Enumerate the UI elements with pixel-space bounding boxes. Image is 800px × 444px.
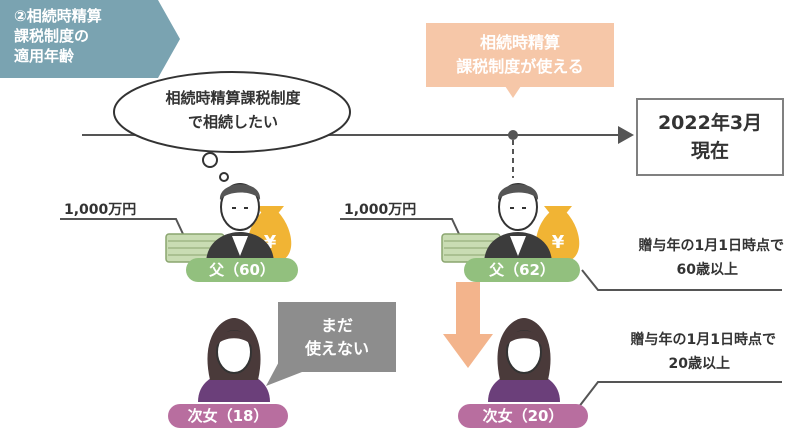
- father-label-right: 父（62）: [464, 258, 580, 282]
- title-line-3: 適用年齢: [14, 47, 75, 65]
- callout-line-1: 相続時精算: [479, 33, 560, 52]
- current-date-box: 2022年3月 現在: [636, 98, 784, 176]
- daughter-condition: 贈与年の1月1日時点で 20歳以上: [580, 328, 776, 376]
- speech-line-2: 使えない: [304, 339, 369, 358]
- current-date-line-2: 現在: [690, 140, 729, 162]
- daughter-label-left: 次女（18）: [168, 404, 288, 428]
- svg-text:¥: ¥: [552, 232, 565, 253]
- daughter-label-right: 次女（20）: [458, 404, 588, 428]
- thought-bubble: [113, 71, 351, 153]
- not-yet-speech: まだ 使えない: [278, 302, 396, 372]
- callout-line-2: 課税制度が使える: [456, 57, 584, 76]
- daughter-condition-line-2: 20歳以上: [668, 356, 730, 372]
- current-date-line-1: 2022年3月: [657, 112, 763, 134]
- thought-line-2: で相続したい: [187, 113, 278, 131]
- right-amount: 1,000万円: [344, 202, 417, 218]
- thought-text: 相続時精算課税制度 で相続したい: [128, 86, 338, 134]
- title-tag-shape: [0, 0, 180, 78]
- woman-icon-right: [488, 318, 560, 402]
- father-condition-line-2: 60歳以上: [676, 262, 738, 278]
- woman-icon: [198, 318, 270, 402]
- daughter-condition-line-1: 贈与年の1月1日時点で: [630, 332, 776, 348]
- thought-dot-1: [202, 152, 218, 168]
- title-line-2: 課税制度の: [14, 27, 90, 45]
- down-arrow-head: [443, 334, 493, 368]
- thought-line-1: 相続時精算課税制度: [165, 89, 301, 107]
- father-condition-line-1: 贈与年の1月1日時点で: [638, 238, 784, 254]
- title-line-1: ②相続時精算: [14, 7, 102, 25]
- speech-line-1: まだ: [320, 316, 353, 335]
- title-tag: ②相続時精算 課税制度の 適用年齢: [0, 0, 180, 78]
- timeline-arrowhead: [618, 126, 634, 144]
- father-condition: 贈与年の1月1日時点で 60歳以上: [588, 234, 784, 282]
- man-icon-right: [484, 183, 552, 264]
- callout-box: 相続時精算 課税制度が使える: [426, 23, 614, 87]
- father-label-left: 父（60）: [186, 258, 298, 282]
- down-arrow-shaft: [456, 282, 480, 334]
- father-cond-line: [581, 269, 782, 291]
- callout-tail: [505, 86, 521, 98]
- timeline-dot: [508, 130, 518, 140]
- thought-dot-2: [219, 172, 229, 182]
- man-icon: [206, 183, 274, 264]
- left-amount: 1,000万円: [64, 202, 137, 218]
- daughter-cond-line: [577, 381, 782, 409]
